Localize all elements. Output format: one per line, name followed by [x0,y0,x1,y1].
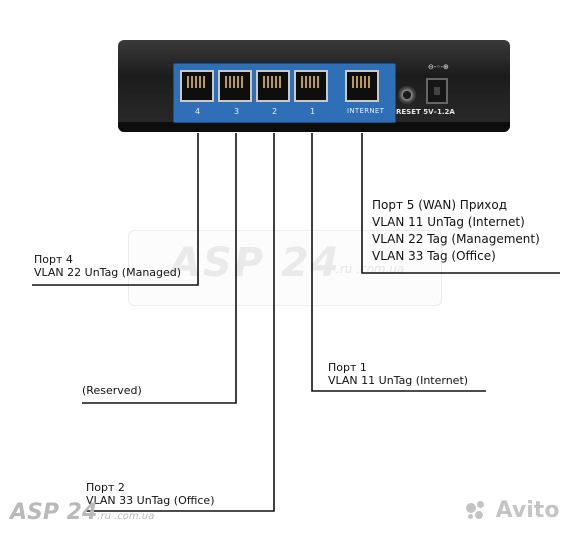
lan-port-1 [294,70,328,102]
port-number-3: 3 [234,107,240,116]
callout-port3-text: (Reserved) [82,384,142,397]
callout-port4-title: Порт 4 [34,253,73,266]
callout-port2-title: Порт 2 [86,481,125,494]
callout-port1: Порт 1 VLAN 11 UnTag (Internet) [328,361,468,387]
power-jack [426,78,448,104]
router-base [118,122,510,132]
asp24-logo-text: ASP 24 [10,500,98,525]
callout-wan-title: Порт 5 (WAN) Приход [372,198,507,212]
port-number-1: 1 [310,107,316,116]
line-port4 [32,133,199,286]
line-port3 [82,133,237,404]
watermark-box [128,230,442,306]
avito-dots-icon [466,501,488,519]
callout-wan-vlan22: VLAN 22 Tag (Management) [372,232,540,246]
callout-port1-title: Порт 1 [328,361,367,374]
lan-port-3 [218,70,252,102]
lan-port-4 [180,70,214,102]
avito-logo-text: Avito [495,498,560,523]
avito-logo: Avito [466,498,559,523]
dc-polarity-icon: ⊖-◦-⊕ [428,63,449,71]
wan-port [345,70,379,102]
asp24-logo: ASP 24.ru .com.ua [10,500,154,525]
line-port2 [86,133,275,512]
port-number-2: 2 [272,107,278,116]
callout-port3: (Reserved) [82,384,142,397]
callout-port4-vlan: VLAN 22 UnTag (Managed) [34,266,182,279]
port-number-4: 4 [195,107,201,116]
callout-wan-vlan33: VLAN 33 Tag (Office) [372,249,496,263]
callout-port2-vlan: VLAN 33 UnTag (Office) [86,494,215,507]
wan-port-label: INTERNET [347,107,385,115]
callout-wan: Порт 5 (WAN) Приход VLAN 11 UnTag (Inter… [372,197,540,265]
lan-port-2 [256,70,290,102]
asp24-logo-domain: .ru .com.ua [97,511,155,522]
reset-button [398,86,416,104]
callout-port2: Порт 2 VLAN 33 UnTag (Office) [86,481,214,507]
callout-wan-vlan11: VLAN 11 UnTag (Internet) [372,215,525,229]
power-label: RESET 5V–1.2A [396,108,455,116]
callout-port1-vlan: VLAN 11 UnTag (Internet) [328,374,469,387]
callout-port4: Порт 4 VLAN 22 UnTag (Managed) [34,253,181,279]
line-wan [361,133,560,274]
line-port1 [311,133,486,392]
